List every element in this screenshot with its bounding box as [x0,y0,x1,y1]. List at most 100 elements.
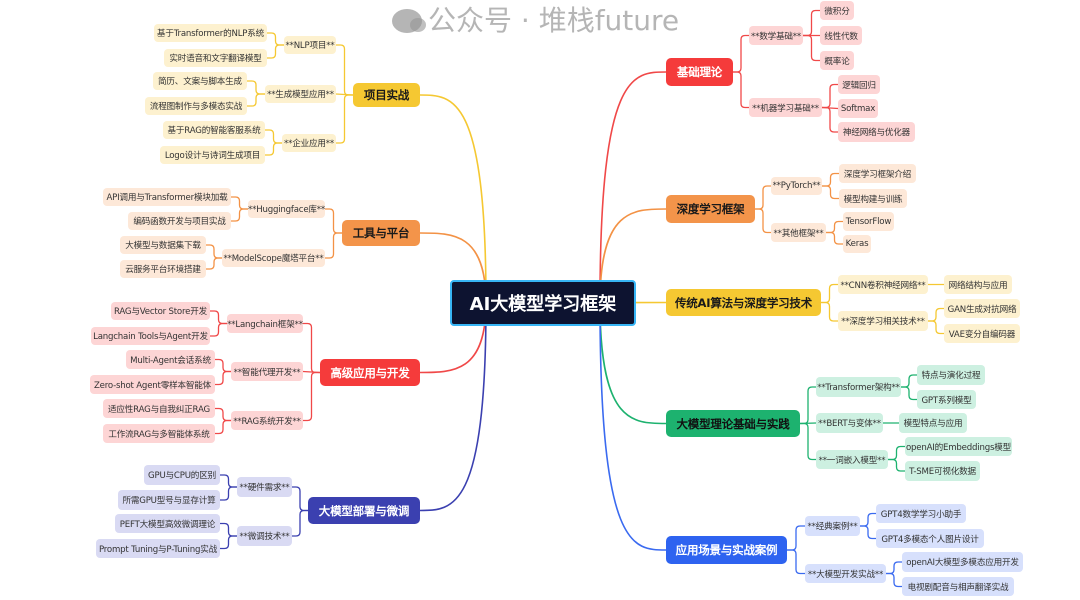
subtopic[interactable]: **NLP项目** [284,36,336,54]
subtopic-connector [820,301,839,322]
subtopic[interactable]: **Huggingface库** [248,200,325,218]
leaf-topic[interactable]: 云服务平台环境搭建 [120,260,206,278]
leaf-topic[interactable]: 概率论 [820,51,854,70]
leaf-topic[interactable]: 流程图制作与多模态实战 [145,97,247,115]
leaf-topic[interactable]: Keras [843,235,871,253]
subtopic[interactable]: **Transformer架构** [816,377,901,397]
subtopic[interactable]: **机器学习基础** [749,98,822,117]
subtopic[interactable]: **硬件需求** [237,477,292,497]
leaf-topic[interactable]: 神经网络与优化器 [838,122,915,142]
main-topic[interactable]: 工具与平台 [342,220,420,246]
leaf-topic[interactable]: Langchain Tools与Agent开发 [91,327,210,345]
subtopic[interactable]: **其他框架** [771,223,826,242]
leaf-topic[interactable]: GPT系列模型 [917,390,976,409]
leaf-topic[interactable]: 编码函数开发与项目实战 [128,212,231,230]
subtopic-connector [302,322,321,374]
subtopic[interactable]: **经典案例** [805,516,860,536]
leaf-topic[interactable]: openAI大模型多模态应用开发 [902,552,1023,572]
subtopic[interactable]: **智能代理开发** [231,362,303,381]
leaf-connector [802,9,821,37]
leaf-connector [927,320,945,335]
leaf-topic[interactable]: API调用与Transformer模块加载 [103,188,231,206]
leaf-connector [219,535,238,550]
leaf-topic[interactable]: 工作流RAG与多智能体系统 [103,424,215,443]
watermark-text: 公众号 · 堆栈future [428,4,680,37]
subtopic[interactable]: **一词嵌入模型** [816,450,888,469]
subtopic-connector [754,208,772,234]
leaf-topic[interactable]: Zero-shot Agent零样本智能体 [90,375,215,394]
leaf-topic[interactable]: Prompt Tuning与P-Tuning实战 [96,539,220,558]
leaf-topic[interactable]: Softmax [838,99,878,118]
leaf-connector [887,445,906,461]
leaf-topic[interactable]: 基于RAG的智能客服系统 [163,121,265,139]
leaf-topic[interactable]: VAE变分自编码器 [944,324,1020,343]
main-topic[interactable]: 深度学习框架 [666,195,755,223]
leaf-topic[interactable]: 逻辑回归 [838,75,880,94]
subtopic-connector [820,283,839,304]
subtopic[interactable]: **深度学习相关技术** [838,311,928,331]
main-topic[interactable]: 大模型理论基础与实践 [666,410,800,437]
leaf-topic[interactable]: 电视剧配音与相声翻译实战 [902,577,1014,596]
leaf-topic[interactable]: GPU与CPU的区别 [144,465,220,485]
leaf-topic[interactable]: GPT4多模态个人图片设计 [876,529,984,548]
leaf-connector [205,257,223,270]
leaf-topic[interactable]: 模型构建与训练 [839,189,907,208]
leaf-topic[interactable]: 网络结构与应用 [944,275,1012,294]
subtopic-connector [799,386,817,425]
main-topic[interactable]: 大模型部署与微调 [308,497,420,524]
leaf-topic[interactable]: 特点与演化过程 [917,365,985,385]
leaf-topic[interactable]: Logo设计与诗词生成项目 [160,146,265,164]
subtopic[interactable]: **生成模型应用** [265,85,336,103]
leaf-topic[interactable]: 线性代数 [820,26,862,45]
leaf-connector [230,208,249,222]
subtopic-connector [786,549,806,575]
subtopic[interactable]: **BERT与变体** [816,413,883,433]
subtopic-connector [786,525,806,551]
leaf-topic[interactable]: 微积分 [820,1,854,20]
leaf-topic[interactable]: T-SME可视化数据 [905,461,980,481]
branch-connector [599,208,667,304]
subtopic[interactable]: **微调技术** [237,526,292,546]
main-topic[interactable]: 传统AI算法与深度学习技术 [666,289,821,316]
leaf-topic[interactable]: 简历、文案与脚本生成 [153,72,247,90]
subtopic[interactable]: **Langchain框架** [227,314,303,333]
main-topic[interactable]: 项目实战 [353,83,420,107]
central-topic[interactable]: AI大模型学习框架 [450,280,636,326]
leaf-topic[interactable]: PEFT大模型高效微调理论 [115,514,220,533]
leaf-connector [821,83,839,109]
leaf-connector [821,106,839,133]
leaf-topic[interactable]: 基于Transformer的NLP系统 [154,24,267,42]
leaf-topic[interactable]: GAN生成对抗网络 [944,299,1020,318]
main-topic[interactable]: 基础理论 [666,58,733,86]
leaf-topic[interactable]: GPT4数学学习小助手 [876,504,966,523]
subtopic-connector [291,509,309,537]
subtopic[interactable]: **PyTorch** [771,177,822,195]
main-topic[interactable]: 应用场景与实战案例 [666,536,787,564]
leaf-topic[interactable]: TensorFlow [843,212,894,231]
subtopic[interactable]: **ModelScope魔塔平台** [222,249,325,267]
watermark: 公众号 · 堆栈future [392,4,679,38]
leaf-topic[interactable]: RAG与Vector Store开发 [111,302,210,320]
leaf-topic[interactable]: 所需GPU型号与显存计算 [118,490,220,510]
leaf-topic[interactable]: 实时语音和文字翻译模型 [164,49,267,67]
leaf-connector [264,142,283,156]
leaf-topic[interactable]: 大模型与数据集下载 [120,236,206,254]
subtopic-connector [799,422,817,461]
leaf-topic[interactable]: 适应性RAG与自我纠正RAG [103,399,215,418]
branch-connector [599,302,667,425]
leaf-topic[interactable]: Multi-Agent会话系统 [126,350,215,369]
subtopic[interactable]: **数学基础** [749,26,803,45]
subtopic[interactable]: **企业应用** [282,134,336,152]
subtopic[interactable]: **大模型开发实战** [805,564,886,583]
subtopic-connector [335,44,354,96]
subtopic-connector [754,185,772,210]
leaf-topic[interactable]: openAI的Embeddings模型 [905,437,1012,456]
main-topic[interactable]: 高级应用与开发 [320,359,420,386]
subtopic[interactable]: **CNN卷积神经网络** [838,275,928,294]
subtopic[interactable]: **RAG系统开发** [231,411,303,430]
leaf-topic[interactable]: 模型特点与应用 [899,413,967,433]
leaf-topic[interactable]: 深度学习框架介绍 [839,164,916,183]
wechat-icon [392,9,426,33]
